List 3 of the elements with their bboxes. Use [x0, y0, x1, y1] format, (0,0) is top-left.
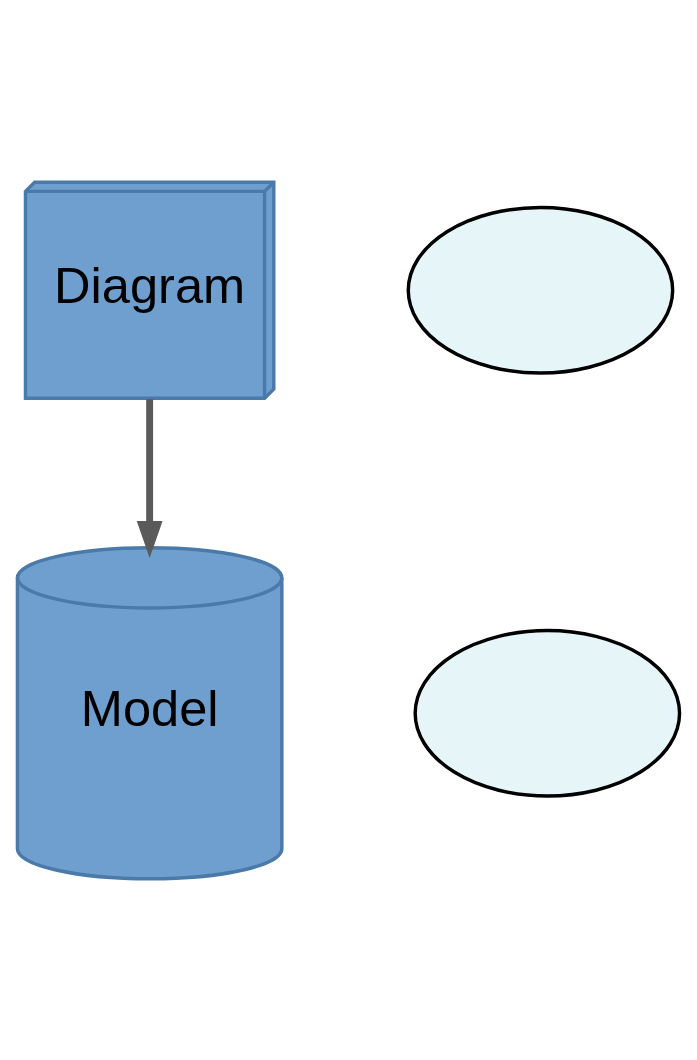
arrow [136, 398, 163, 558]
node-bubble [413, 628, 682, 798]
node-bubble [406, 205, 675, 375]
